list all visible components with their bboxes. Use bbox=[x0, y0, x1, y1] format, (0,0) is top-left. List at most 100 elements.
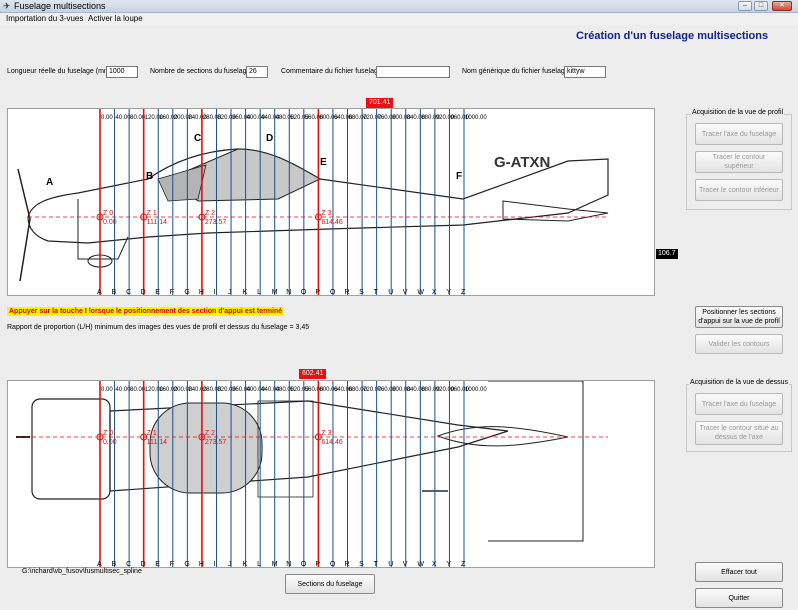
menu-activer-loupe[interactable]: Activer la loupe bbox=[88, 14, 143, 23]
scale-tick-label: 200.00 bbox=[174, 387, 193, 393]
section-letter: L bbox=[257, 561, 261, 568]
maximize-icon[interactable]: □ bbox=[754, 1, 768, 11]
engine-cowl-shape bbox=[31, 398, 111, 500]
support-section-value: 273.57 bbox=[205, 439, 227, 446]
section-letter: Y bbox=[446, 289, 451, 296]
scale-tick-label: 480.00 bbox=[276, 115, 295, 121]
scale-tick-label: 240.00 bbox=[188, 115, 207, 121]
support-section-name: Z 2 bbox=[205, 210, 215, 217]
commentaire-input[interactable] bbox=[376, 66, 450, 78]
trace-lower-contour-button[interactable]: Tracer le contour inférieur bbox=[695, 179, 783, 201]
file-path: G:\richard\vb_fusov\fusmultisec_spline bbox=[22, 568, 142, 575]
support-section-name: Z 3 bbox=[321, 210, 331, 217]
section-letter: Z bbox=[461, 561, 466, 568]
support-section-name: Z 1 bbox=[147, 430, 157, 437]
support-section-name: Z 0 bbox=[103, 430, 113, 437]
menu-importation[interactable]: Importation du 3-vues bbox=[6, 14, 84, 23]
trace-upper-contour-button[interactable]: Tracer le contour supérieur bbox=[695, 151, 783, 173]
scale-tick-label: 40.00 bbox=[116, 115, 132, 121]
scale-tick-label: 400.00 bbox=[247, 115, 266, 121]
section-letter: H bbox=[199, 289, 204, 296]
section-letter: V bbox=[403, 289, 408, 296]
section-letter: M bbox=[272, 561, 278, 568]
trace-axis-top-button[interactable]: Tracer l'axe du fuselage bbox=[695, 393, 783, 415]
trace-top-contour-button[interactable]: Tracer le contour situé au dessus de l'a… bbox=[695, 421, 783, 445]
scale-tick-label: 760.00 bbox=[378, 387, 397, 393]
top-acquisition-group: Acquisition de la vue de dessus Tracer l… bbox=[686, 379, 792, 452]
scale-tick-label: 200.00 bbox=[174, 115, 193, 121]
position-sections-button[interactable]: Positionner les sections d'appui sur la … bbox=[695, 306, 783, 328]
support-section-value: 111.14 bbox=[147, 439, 167, 446]
support-section-name: Z 3 bbox=[321, 430, 331, 437]
section-letter: F bbox=[170, 561, 174, 568]
scale-tick-label: 480.00 bbox=[276, 387, 295, 393]
scale-tick-label: 640.00 bbox=[334, 115, 353, 121]
app-icon: ✈ bbox=[3, 1, 11, 11]
section-letter: S bbox=[359, 289, 364, 296]
nom-input[interactable]: kittyw bbox=[564, 66, 606, 78]
section-letter: E bbox=[155, 289, 160, 296]
scale-tick-label: 800.00 bbox=[392, 115, 411, 121]
drawing-letter: B bbox=[146, 171, 153, 182]
close-icon[interactable]: ✕ bbox=[772, 1, 792, 11]
canopy-shape bbox=[166, 148, 322, 202]
windscreen-shape bbox=[157, 164, 207, 202]
support-section-value: 0.00 bbox=[103, 219, 117, 226]
section-letter: P bbox=[315, 289, 320, 296]
section-letter: A bbox=[97, 289, 102, 296]
scale-tick-label: 120.00 bbox=[145, 387, 164, 393]
section-letter: H bbox=[199, 561, 204, 568]
section-letter: J bbox=[228, 561, 232, 568]
section-letter: R bbox=[345, 289, 350, 296]
drawing-letter: D bbox=[266, 133, 273, 144]
section-letter: D bbox=[141, 289, 146, 296]
sections-fuselage-button[interactable]: Sections du fuselage bbox=[285, 574, 375, 594]
scale-tick-label: 960.00 bbox=[450, 115, 469, 121]
support-section-value: 111.14 bbox=[147, 219, 167, 226]
scale-tick-label: 1000.00 bbox=[465, 387, 487, 393]
scale-tick-label: 80.00 bbox=[130, 387, 146, 393]
section-letter: U bbox=[388, 289, 393, 296]
longueur-input[interactable]: 1000 bbox=[106, 66, 138, 78]
scale-tick-label: 160.00 bbox=[159, 387, 178, 393]
section-letter: M bbox=[272, 289, 278, 296]
scale-tick-label: 520.00 bbox=[290, 387, 309, 393]
scale-tick-label: 600.00 bbox=[319, 387, 338, 393]
scale-tick-label: 800.00 bbox=[392, 387, 411, 393]
scale-tick-label: 560.00 bbox=[305, 115, 324, 121]
landing-gear-shape bbox=[77, 199, 129, 260]
support-section-name: Z 1 bbox=[147, 210, 157, 217]
support-section-value: 0.00 bbox=[103, 439, 117, 446]
trace-axis-profile-button[interactable]: Tracer l'axe du fuselage bbox=[695, 123, 783, 145]
support-section-name: Z 0 bbox=[103, 210, 113, 217]
tailplane-shape bbox=[502, 200, 609, 222]
section-letter: D bbox=[141, 561, 146, 568]
sections-input[interactable]: 26 bbox=[246, 66, 268, 78]
section-letter: Q bbox=[330, 289, 336, 296]
section-letter: J bbox=[228, 289, 232, 296]
support-point bbox=[96, 433, 104, 441]
scale-tick-label: 320.00 bbox=[217, 387, 236, 393]
section-letter: X bbox=[432, 561, 437, 568]
section-letter: T bbox=[374, 561, 379, 568]
scale-tick-label: 720.00 bbox=[363, 115, 382, 121]
support-section-value: 614.46 bbox=[321, 439, 343, 446]
quit-button[interactable]: Quitter bbox=[695, 588, 783, 608]
validate-contours-button[interactable]: Valider les contours bbox=[695, 334, 783, 354]
scale-tick-label: 920.00 bbox=[436, 115, 455, 121]
section-letter: C bbox=[126, 289, 131, 296]
section-letter: K bbox=[243, 561, 248, 568]
fin-top-shape bbox=[436, 426, 569, 447]
scale-tick-label: 120.00 bbox=[145, 115, 164, 121]
profile-top-marker: 701.41 bbox=[366, 98, 394, 108]
top-view-marker: 602.41 bbox=[299, 369, 327, 379]
title-bar: ✈ Fuselage multisections – □ ✕ bbox=[0, 0, 798, 13]
wing-root-shape bbox=[257, 400, 314, 498]
scale-tick-label: 840.00 bbox=[407, 115, 426, 121]
minimize-icon[interactable]: – bbox=[738, 1, 752, 11]
clear-all-button[interactable]: Effacer tout bbox=[695, 562, 783, 582]
sections-label: Nombre de sections du fuselage bbox=[150, 68, 251, 75]
